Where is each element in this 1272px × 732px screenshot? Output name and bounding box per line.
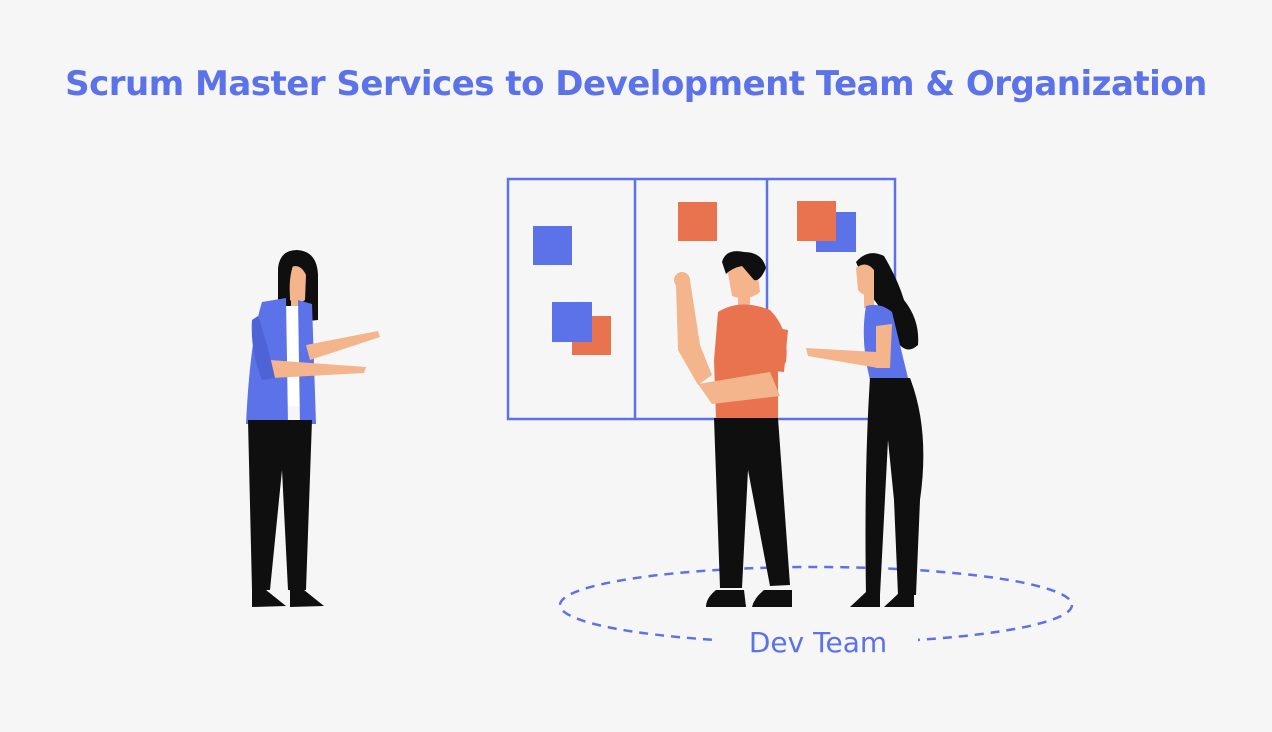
sticky-note xyxy=(678,202,717,241)
dev-team-label: Dev Team xyxy=(718,626,918,659)
developer-man-figure xyxy=(674,251,792,607)
page-title: Scrum Master Services to Development Tea… xyxy=(65,64,1207,104)
sticky-note xyxy=(552,302,592,342)
developer-woman-figure xyxy=(806,253,924,607)
scrum-board xyxy=(506,177,897,421)
scrum-master-figure xyxy=(246,250,380,607)
sticky-note xyxy=(533,226,572,265)
sticky-note xyxy=(797,201,836,241)
